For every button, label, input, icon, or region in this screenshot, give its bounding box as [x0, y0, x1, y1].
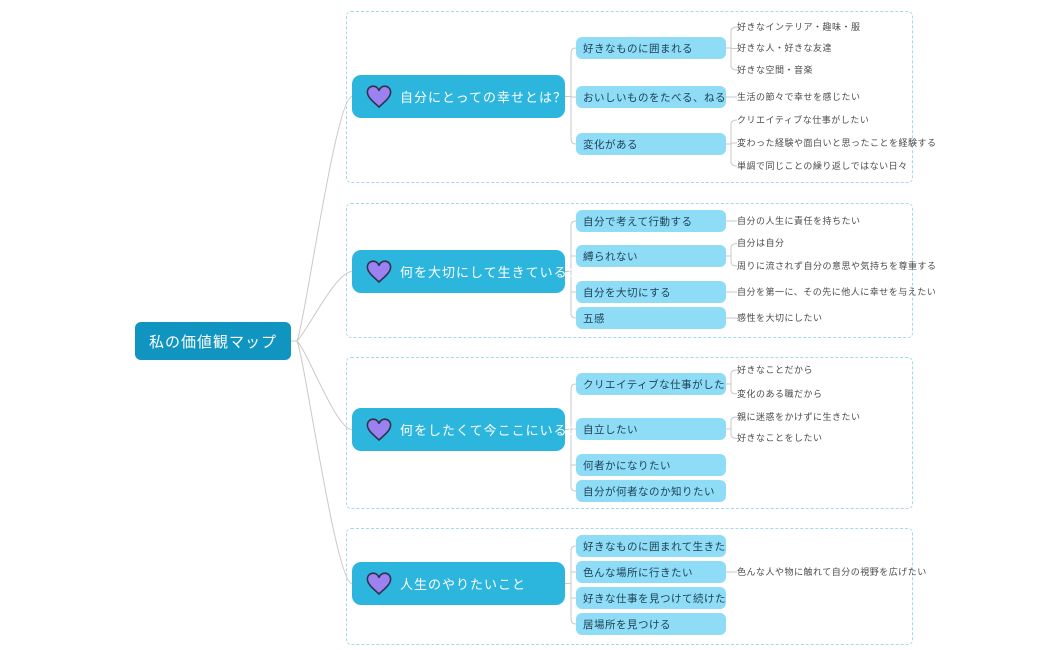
- leaf-node[interactable]: 色んな人や物に触れて自分の視野を広げたい: [737, 567, 927, 577]
- branch2-sub-connectors: [565, 220, 577, 319]
- branch-node-4[interactable]: 人生のやりたいこと: [352, 562, 565, 605]
- sub-node[interactable]: 居場所を見つける: [576, 613, 726, 635]
- heart-icon: [366, 571, 392, 595]
- leaf-node[interactable]: クリエイティブな仕事がしたい: [737, 115, 870, 125]
- leaf-node[interactable]: 親に迷惑をかけずに生きたい: [737, 412, 861, 422]
- leaf-node[interactable]: 変わった経験や面白いと思ったことを経験する: [737, 138, 937, 148]
- leaf-node[interactable]: 変化のある職だから: [737, 389, 823, 399]
- leaf-node[interactable]: 生活の節々で幸せを感じたい: [737, 92, 861, 102]
- branch-node-1[interactable]: 自分にとっての幸せとは？: [352, 75, 567, 118]
- sub-node[interactable]: 好きなものに囲まれる: [576, 37, 726, 59]
- branch-group-3: [346, 357, 913, 509]
- sub-node[interactable]: 自立したい: [576, 418, 726, 440]
- sub-node[interactable]: 変化がある: [576, 133, 726, 155]
- sub-node[interactable]: クリエイティブな仕事がしたい: [576, 373, 726, 395]
- leaf-node[interactable]: 単調で同じことの繰り返しではない日々: [737, 161, 908, 171]
- leaf-node[interactable]: 自分は自分: [737, 238, 785, 248]
- sub-node[interactable]: 好きなものに囲まれて生きたい: [576, 535, 726, 557]
- branch-node-2[interactable]: 何を大切にして生きているのか: [352, 250, 595, 293]
- leaf-node[interactable]: 感性を大切にしたい: [737, 313, 823, 323]
- sub-node[interactable]: 何者かになりたい: [576, 454, 726, 476]
- branch-group-1: [346, 11, 913, 183]
- sub-node[interactable]: 自分を大切にする: [576, 281, 726, 303]
- sub-node[interactable]: 好きな仕事を見つけて続けたい: [576, 587, 726, 609]
- sub-node[interactable]: おいしいものをたべる、ねる: [576, 86, 726, 108]
- sub-node[interactable]: 自分で考えて行動する: [576, 210, 726, 232]
- branch-group-4: [346, 528, 913, 645]
- branch3-leaf-connectors: [726, 369, 738, 439]
- branch-node-3[interactable]: 何をしたくて今ここにいるのか: [352, 408, 595, 451]
- heart-icon: [366, 84, 392, 108]
- branch-group-2: [346, 203, 913, 338]
- leaf-node[interactable]: 周りに流されず自分の意思や気持ちを尊重する: [737, 261, 937, 271]
- branch3-sub-connectors: [565, 383, 577, 492]
- sub-node[interactable]: 五感: [576, 307, 726, 329]
- sub-node[interactable]: 自分が何者なのか知りたい: [576, 480, 726, 502]
- leaf-node[interactable]: 好きな人・好きな友達: [737, 43, 833, 53]
- heart-icon: [366, 259, 392, 283]
- branch4-sub-connectors: [565, 545, 577, 625]
- branch-title: 何を大切にして生きているのか: [400, 265, 596, 280]
- leaf-node[interactable]: 好きな空間・音楽: [737, 65, 814, 75]
- leaf-node[interactable]: 好きなことをしたい: [737, 433, 823, 443]
- leaf-node[interactable]: 自分の人生に責任を持ちたい: [737, 216, 861, 226]
- branch2-leaf-connectors: [726, 220, 738, 319]
- leaf-node[interactable]: 自分を第一に、その先に他人に幸せを与えたい: [737, 287, 937, 297]
- sub-node[interactable]: 色んな場所に行きたい: [576, 561, 726, 583]
- branch-title: 何をしたくて今ここにいるのか: [400, 423, 596, 438]
- heart-icon: [366, 417, 392, 441]
- root-node[interactable]: 私の価値観マップ: [135, 322, 291, 360]
- branch-title: 人生のやりたいこと: [400, 577, 527, 592]
- branch1-leaf-connectors: [726, 26, 738, 167]
- leaf-node[interactable]: 好きなことだから: [737, 365, 814, 375]
- root-connectors: [291, 96, 353, 584]
- branch1-sub-connectors: [565, 47, 577, 145]
- leaf-node[interactable]: 好きなインテリア・趣味・服: [737, 22, 861, 32]
- sub-node[interactable]: 縛られない: [576, 245, 726, 267]
- branch-title: 自分にとっての幸せとは？: [400, 90, 567, 105]
